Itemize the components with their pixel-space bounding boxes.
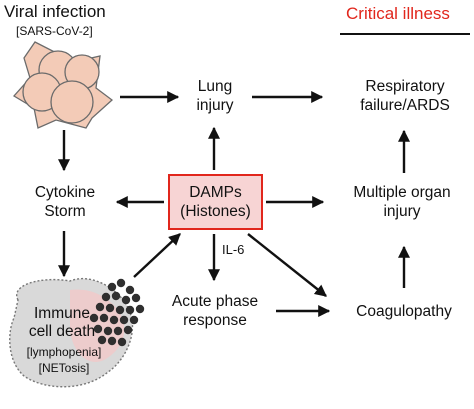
- acute-phase-line1: Acute phase: [171, 293, 259, 310]
- cytokine-storm-line2: Storm: [44, 203, 86, 220]
- acute-phase-line2: response: [183, 312, 247, 329]
- lung-injury-line2: injury: [196, 97, 234, 114]
- damps-line2: (Histones): [180, 203, 251, 220]
- respiratory-failure-node: Respiratory failure/ARDS: [346, 77, 464, 115]
- respiratory-failure-line1: Respiratory: [365, 78, 445, 95]
- critical-illness-label: Critical illness: [346, 4, 450, 23]
- immune-cell-death-line2: cell death: [28, 323, 96, 340]
- viral-infection-label: Viral infection: [4, 2, 106, 21]
- immune-cell-death-line1: Immune: [34, 305, 90, 322]
- lymphopenia-label: [lymphopenia]: [26, 345, 102, 359]
- multiple-organ-line1: Multiple organ: [353, 184, 451, 201]
- multiple-organ-line2: injury: [383, 203, 421, 220]
- lung-injury-node: Lung injury: [183, 77, 247, 115]
- immune-cell-death-node: Immune cell death: [12, 305, 112, 341]
- arrow-cell-to-damps: [133, 233, 181, 278]
- damps-line1: DAMPs: [189, 184, 242, 201]
- arrow-damps-to-coagulopathy: [247, 233, 327, 297]
- multiple-organ-injury-node: Multiple organ injury: [336, 183, 468, 221]
- lung-injury-line1: Lung: [197, 78, 233, 95]
- virus-icon: [12, 41, 114, 129]
- sars-cov-2-label: [SARS-CoV-2]: [16, 24, 93, 38]
- cytokine-storm-line1: Cytokine: [34, 184, 96, 201]
- cytokine-storm-node: Cytokine Storm: [20, 183, 110, 221]
- damps-node: DAMPs (Histones): [168, 174, 263, 230]
- acute-phase-response-node: Acute phase response: [160, 292, 270, 330]
- coagulopathy-node: Coagulopathy: [356, 303, 452, 320]
- netosis-label: [NETosis]: [38, 361, 90, 375]
- il6-label: IL-6: [222, 242, 245, 257]
- respiratory-failure-line2: failure/ARDS: [360, 97, 450, 114]
- histone-cluster-icon: [89, 278, 145, 347]
